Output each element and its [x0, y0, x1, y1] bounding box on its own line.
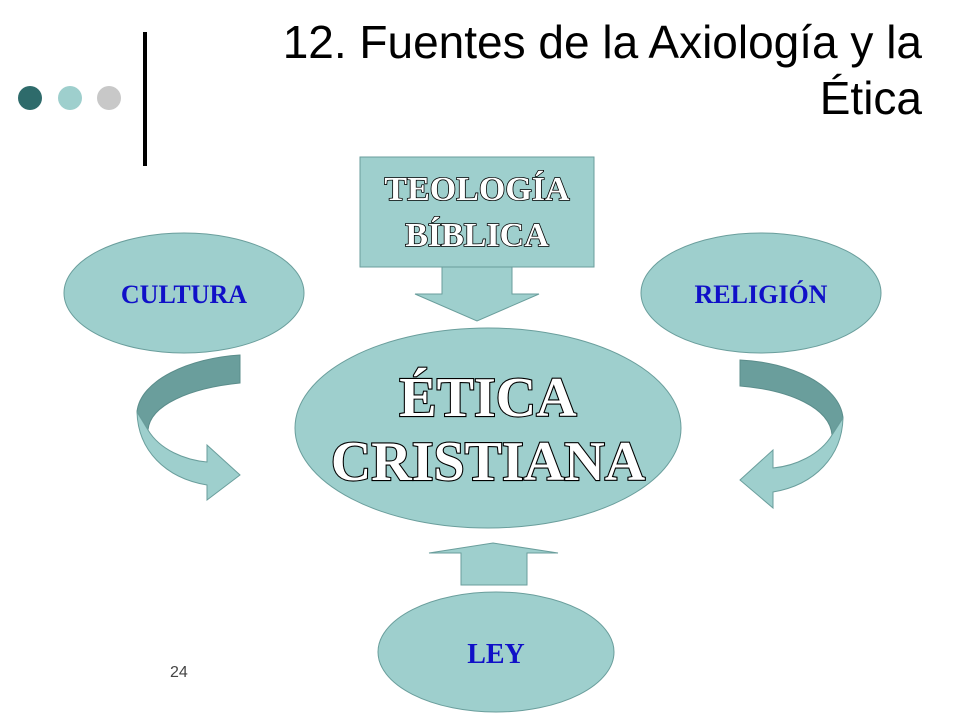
ley-node: LEY	[377, 591, 615, 713]
etica-label-line1: ÉTICA	[399, 367, 577, 429]
ley-up-arrow	[428, 542, 559, 586]
slide-title-line2: Ética	[819, 72, 922, 124]
slide-title-line1: 12. Fuentes de la Axiología y la	[282, 16, 922, 68]
decorative-dot-gray	[97, 86, 121, 110]
etica-cristiana-ellipse	[294, 327, 682, 529]
teologia-label-line2: BÍBLICA	[405, 217, 549, 254]
left-curved-arrow	[136, 354, 241, 502]
decorative-dot-dark	[18, 86, 42, 110]
teologia-node: TEOLOGÍA BÍBLICA	[359, 156, 595, 322]
teologia-label-line1: TEOLOGÍA	[384, 171, 570, 208]
slide-title: 12. Fuentes de la Axiología y la Ética	[170, 14, 922, 126]
teologia-box	[359, 156, 595, 268]
slide-number: 24	[170, 664, 188, 681]
cultura-label: CULTURA	[121, 280, 247, 309]
cultura-ellipse	[63, 232, 305, 354]
religion-ellipse	[640, 232, 882, 354]
ley-label: LEY	[467, 639, 525, 670]
cultura-node: CULTURA	[63, 232, 305, 354]
ley-ellipse	[377, 591, 615, 713]
teologia-down-arrow	[414, 266, 540, 322]
etica-label-line2: CRISTIANA	[331, 431, 646, 493]
right-curved-arrow	[739, 359, 844, 510]
religion-node: RELIGIÓN	[640, 232, 882, 354]
etica-cristiana-node: ÉTICA CRISTIANA	[294, 327, 682, 529]
title-accent-bar	[143, 32, 147, 166]
decorative-dot-teal	[58, 86, 82, 110]
religion-label: RELIGIÓN	[695, 280, 828, 309]
